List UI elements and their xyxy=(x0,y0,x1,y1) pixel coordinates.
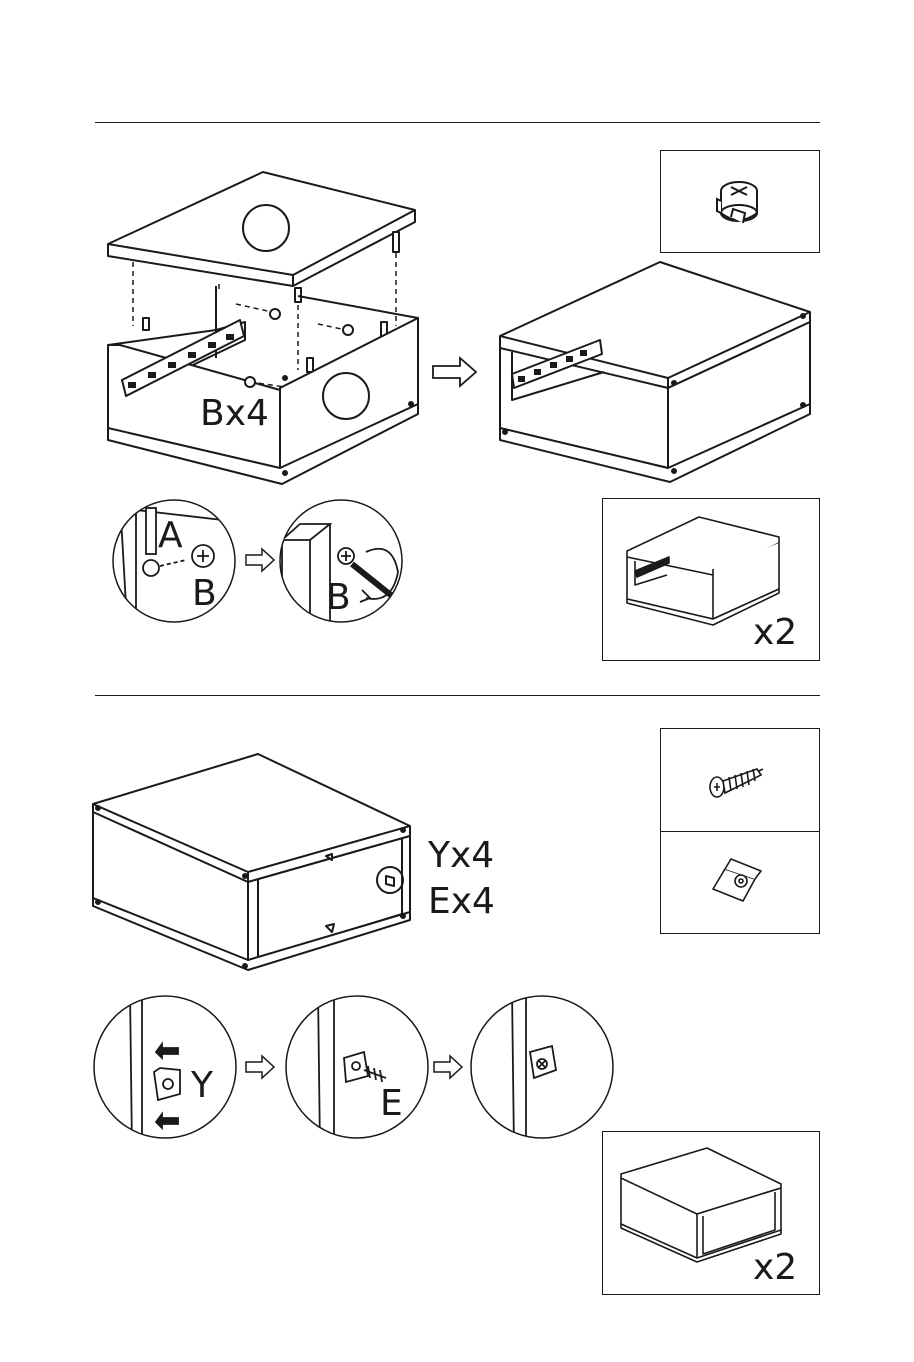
step1-result-multiplier: x2 xyxy=(753,615,797,651)
detail-label-b: B xyxy=(192,576,217,612)
section-divider-middle xyxy=(95,695,820,696)
detail-label-b-tighten: B xyxy=(326,580,351,616)
step1-quantity-label: Bx4 xyxy=(200,396,269,432)
step2-quantity-label-y: Yx4 xyxy=(428,838,494,874)
hardware-box-cam-lock xyxy=(660,150,820,253)
detail-label-e: E xyxy=(380,1086,403,1122)
result-box-step2: x2 xyxy=(602,1131,820,1295)
step2-quantity-label-e: Ex4 xyxy=(428,884,495,920)
cam-lock-icon xyxy=(661,151,821,254)
section-divider-top xyxy=(95,122,820,123)
hardware-box-screw-bracket xyxy=(660,728,820,934)
corner-bracket-icon xyxy=(661,729,821,935)
detail-label-a: A xyxy=(158,518,183,554)
detail-label-y: Y xyxy=(191,1068,213,1104)
result-box-step1: x2 xyxy=(602,498,820,661)
step2-result-multiplier: x2 xyxy=(753,1250,797,1286)
